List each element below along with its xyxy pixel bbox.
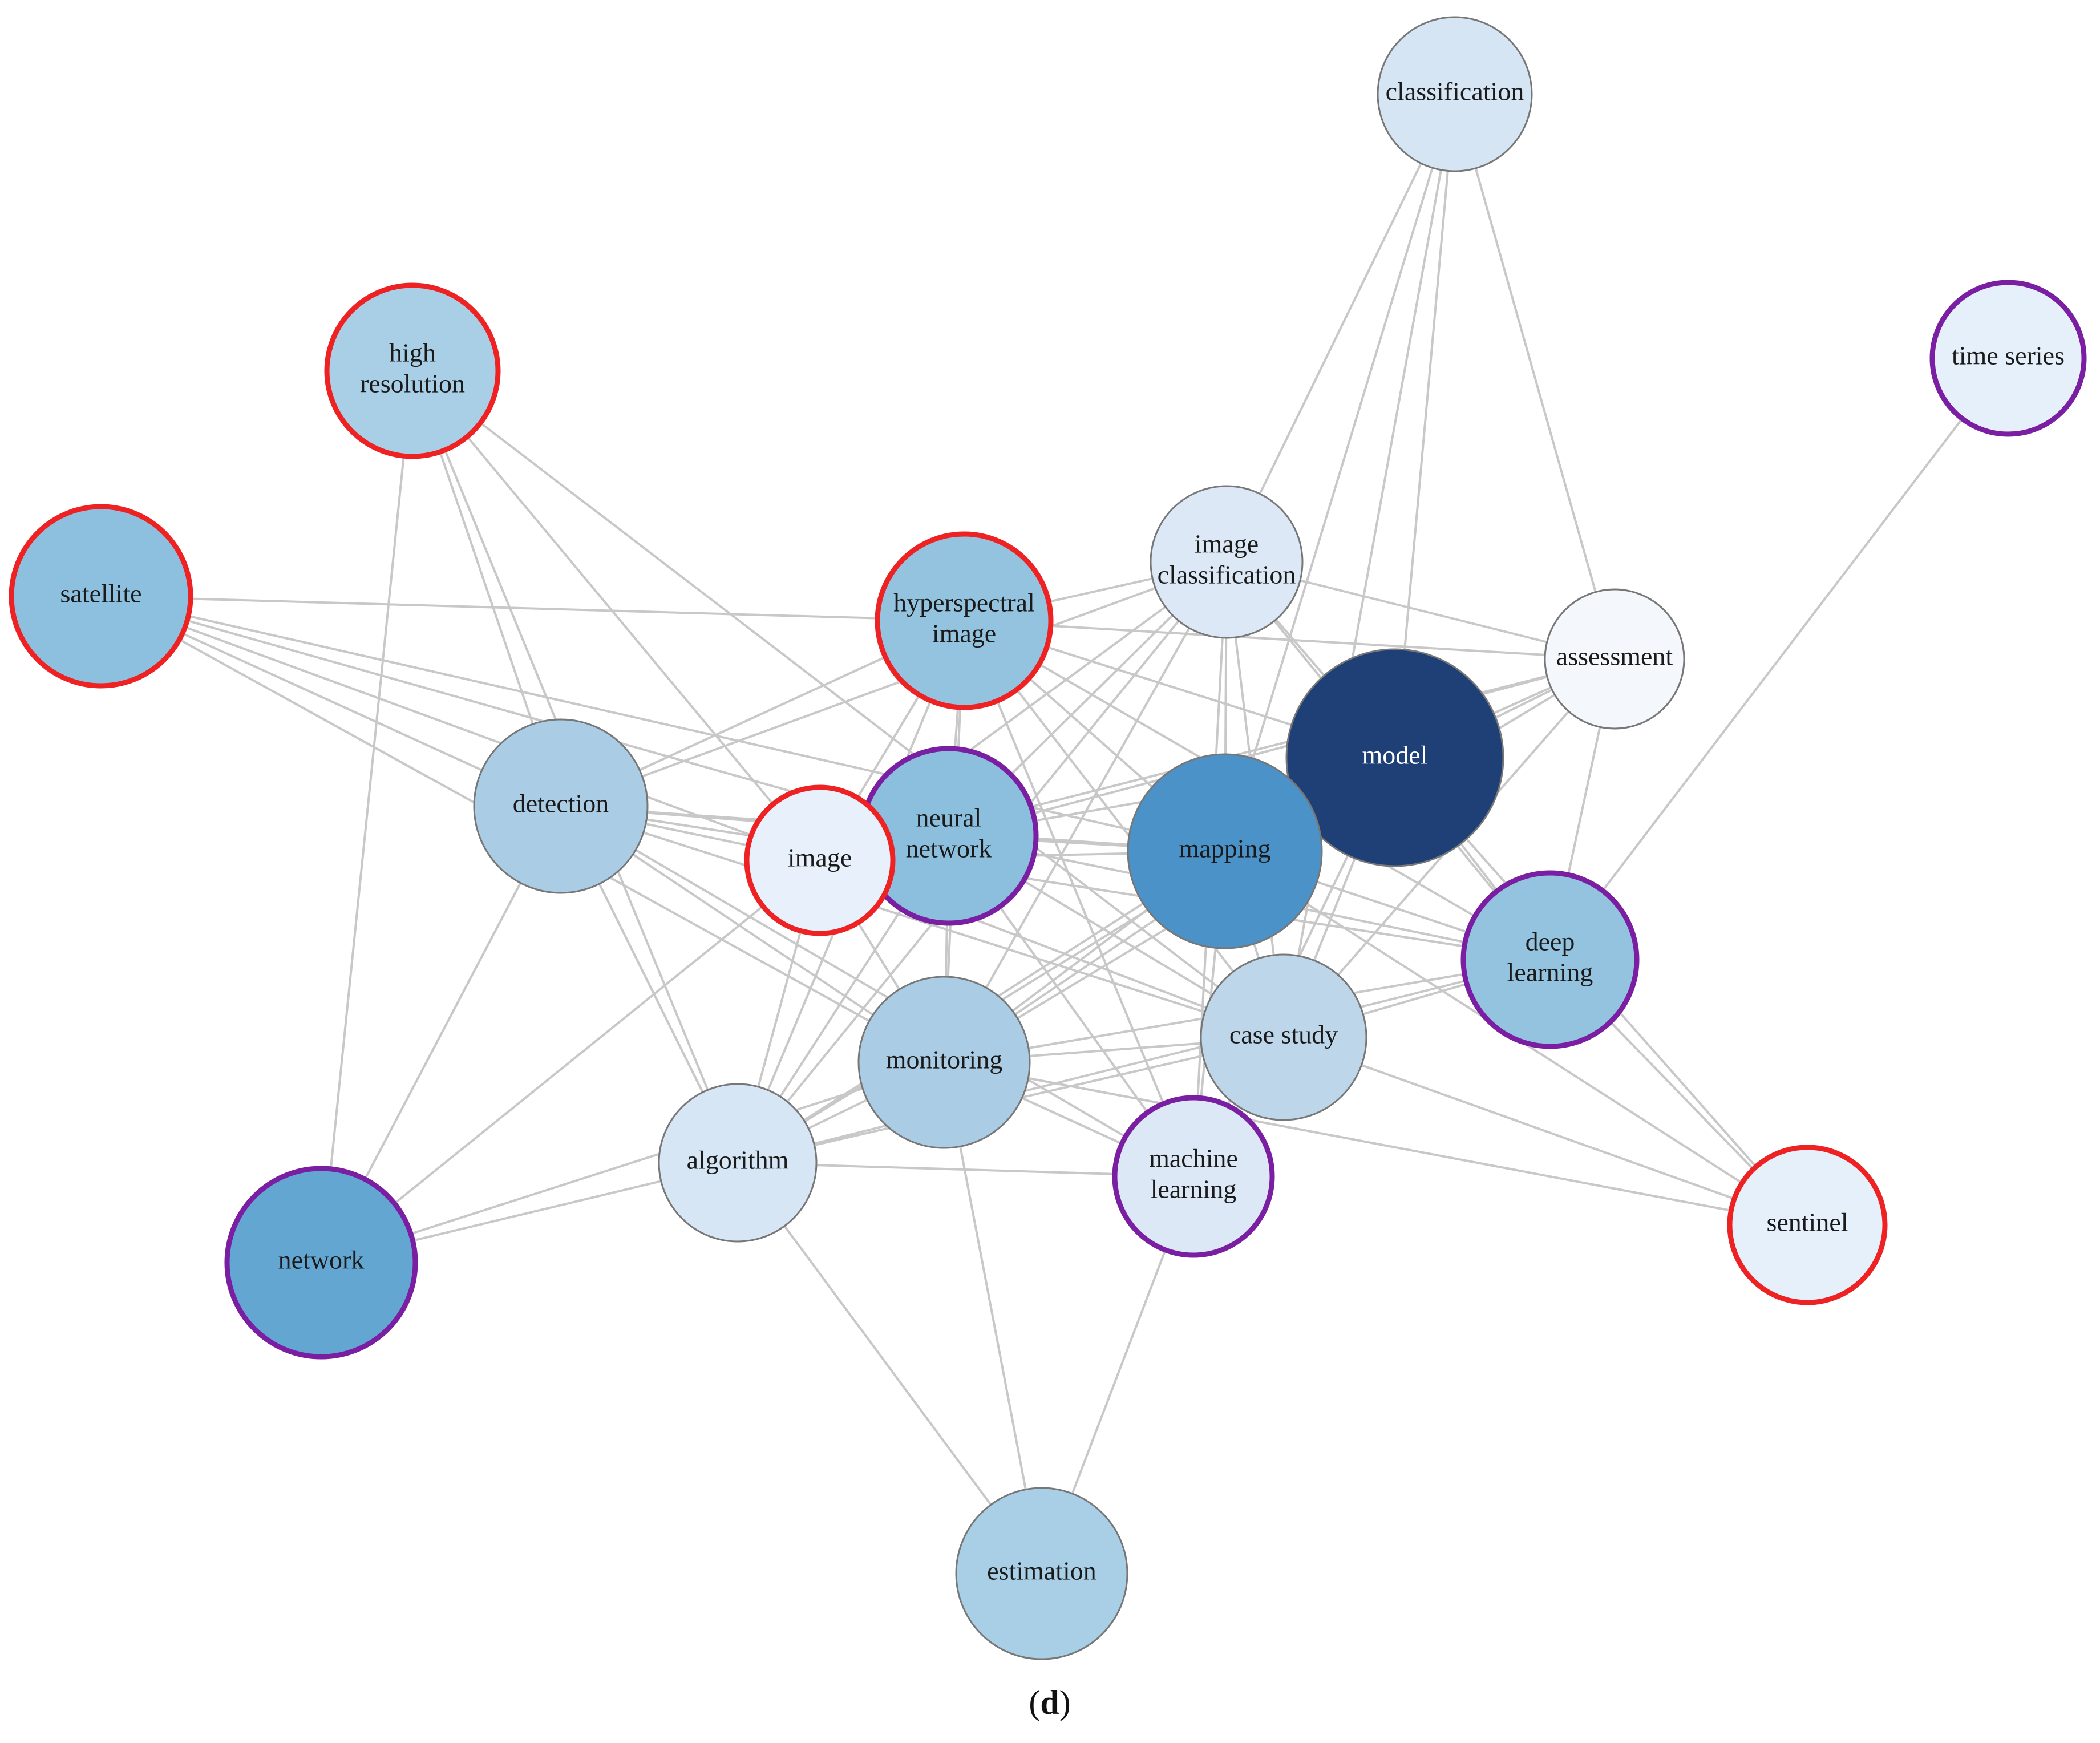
edge-monitoring-sentinel [944, 1061, 1808, 1226]
node-label-neural-network-1: network [906, 834, 992, 863]
edge-satellite-mapping [100, 595, 1225, 852]
node-label-image-classification-0: image [1195, 529, 1259, 559]
node-label-machine-learning-0: machine [1149, 1144, 1238, 1173]
node-time-series: time series [1929, 280, 2087, 437]
edge-monitoring-estimation [943, 1062, 1043, 1574]
edge-image-classification-detection [560, 561, 1227, 807]
node-label-estimation: estimation [987, 1556, 1096, 1586]
edge-high-resolution-case-study [411, 370, 1285, 1038]
node-label-network: network [278, 1245, 365, 1275]
node-label-deep-learning-0: deep [1526, 927, 1575, 956]
node-circle-image [744, 784, 896, 936]
node-label-mapping: mapping [1179, 834, 1271, 863]
node-label-sentinel: sentinel [1766, 1208, 1848, 1237]
node-label-satellite: satellite [60, 579, 141, 608]
node-assessment: assessment [1544, 588, 1685, 730]
node-circle-sentinel [1727, 1145, 1888, 1305]
node-classification: classification [1377, 16, 1533, 172]
node-label-model: model [1362, 741, 1428, 770]
node-mapping: mapping [1127, 753, 1323, 949]
node-label-hyperspectral-image-0: hyperspectral [893, 588, 1035, 617]
edge-satellite-hyperspectral-image [100, 595, 965, 622]
node-circle-time-series [1929, 280, 2087, 437]
node-label-hyperspectral-image-1: image [932, 619, 996, 648]
node-label-neural-network-0: neural [916, 803, 982, 832]
node-image: image [744, 784, 896, 936]
node-circle-classification [1377, 16, 1533, 172]
node-circle-assessment [1544, 588, 1685, 730]
node-circle-detection [473, 718, 649, 894]
edge-assessment-neural-network [948, 658, 1615, 837]
node-label-image: image [788, 843, 852, 872]
node-circle-model [1285, 648, 1504, 867]
edge-satellite-image [100, 595, 820, 862]
node-label-monitoring: monitoring [886, 1045, 1002, 1074]
node-circle-satellite [9, 504, 193, 689]
node-circle-machine-learning [1112, 1095, 1275, 1258]
edge-detection-deep-learning [560, 805, 1551, 961]
caption-close-paren: ) [1059, 1684, 1071, 1721]
node-circle-monitoring [857, 976, 1031, 1149]
node-circle-hyperspectral-image [875, 531, 1054, 710]
node-label-deep-learning-1: learning [1507, 958, 1593, 987]
node-estimation: estimation [955, 1487, 1128, 1660]
edge-network-monitoring [321, 1061, 945, 1264]
node-sentinel: sentinel [1727, 1145, 1888, 1305]
node-circle-case-study [1200, 953, 1367, 1121]
node-label-machine-learning-1: learning [1151, 1175, 1237, 1204]
node-label-case-study: case study [1229, 1020, 1338, 1049]
node-satellite: satellite [9, 504, 193, 689]
node-model: model [1285, 648, 1504, 867]
node-network: network [224, 1166, 418, 1360]
node-label-assessment: assessment [1556, 642, 1673, 671]
node-circle-mapping [1127, 753, 1323, 949]
node-detection: detection [473, 718, 649, 894]
node-label-algorithm: algorithm [687, 1146, 789, 1175]
node-circle-image-classification [1150, 485, 1304, 639]
node-case-study: case study [1200, 953, 1367, 1121]
node-circle-high-resolution [324, 282, 501, 459]
edge-case-study-sentinel [1283, 1036, 1808, 1226]
node-circle-deep-learning [1460, 870, 1640, 1049]
edge-classification-image-classification [1225, 94, 1456, 563]
node-monitoring: monitoring [857, 976, 1031, 1149]
edge-detection-machine-learning [560, 805, 1195, 1178]
node-algorithm: algorithm [658, 1083, 818, 1243]
node-circle-algorithm [658, 1083, 818, 1243]
node-label-classification: classification [1386, 77, 1524, 106]
node-label-high-resolution-1: resolution [360, 369, 465, 398]
edge-detection-case-study [560, 805, 1284, 1038]
figure-caption: (d) [1029, 1684, 1070, 1721]
node-circle-estimation [955, 1487, 1128, 1660]
edge-high-resolution-image [411, 370, 821, 862]
node-label-image-classification-1: classification [1158, 560, 1296, 589]
node-label-detection: detection [513, 789, 609, 818]
edge-hyperspectral-image-machine-learning [963, 620, 1195, 1177]
edge-classification-mapping [1224, 94, 1456, 852]
caption-letter: d [1040, 1684, 1059, 1721]
node-circle-network [224, 1166, 418, 1360]
edge-time-series-deep-learning [1549, 357, 2009, 961]
caption-open-paren: ( [1029, 1684, 1040, 1721]
node-label-time-series: time series [1952, 341, 2065, 370]
edge-high-resolution-network [320, 370, 414, 1263]
node-label-high-resolution-0: high [389, 338, 436, 367]
edge-classification-assessment [1454, 94, 1616, 660]
edge-image-network [320, 859, 821, 1264]
edge-deep-learning-algorithm [737, 959, 1551, 1164]
